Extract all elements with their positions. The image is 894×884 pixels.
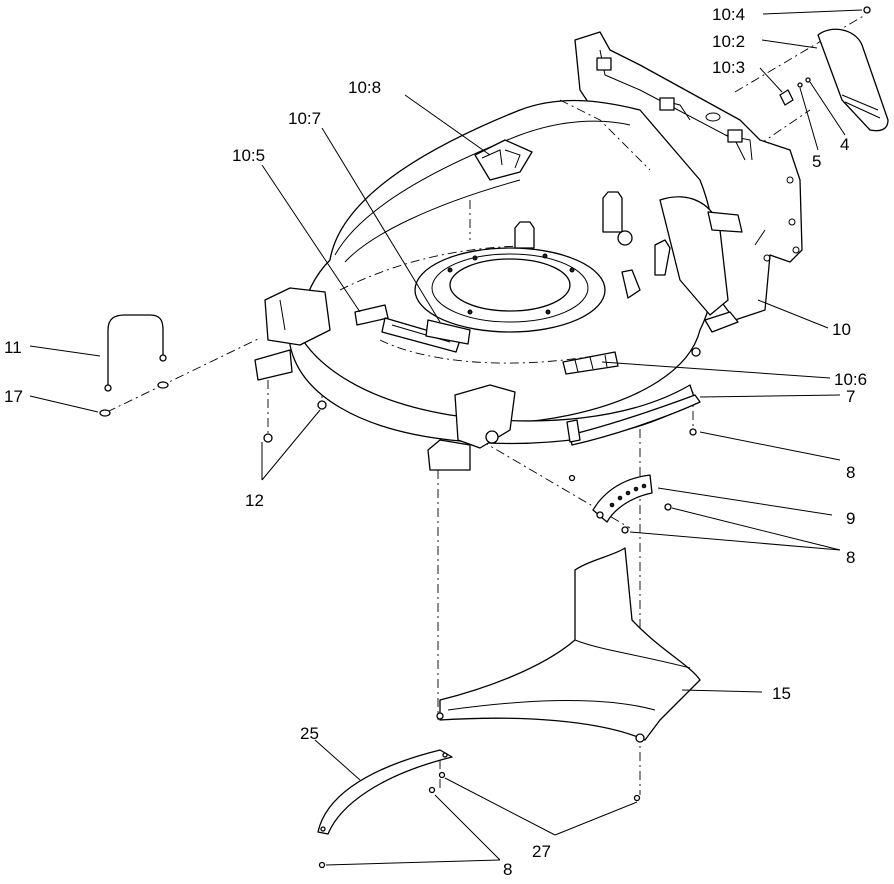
rear-chute [436,547,701,743]
adjustment-bracket [592,474,653,523]
callout-10-7: 10:7 [288,109,321,128]
callout-10-4: 10:4 [712,5,745,24]
callout-27: 27 [532,842,551,861]
hardware [263,400,697,869]
callout-5: 5 [812,152,821,171]
callout-10-5: 10:5 [232,146,265,165]
callout-25: 25 [300,724,319,743]
handle-bail [99,314,169,417]
callout-8-right: 8 [846,463,855,482]
callout-7: 7 [846,387,855,406]
callout-10-2: 10:2 [712,32,745,51]
callout-12: 12 [245,491,264,510]
callout-11: 11 [4,338,22,357]
callout-labels: 10:4 10:2 10:3 5 4 10:8 10:7 10:5 10 10:… [4,5,867,879]
callout-10-3: 10:3 [712,58,745,77]
curved-strip [317,749,453,835]
callout-10: 10 [832,320,851,339]
callout-9: 9 [846,509,855,528]
callout-4: 4 [840,135,849,154]
callout-10-8: 10:8 [348,78,381,97]
callout-17: 17 [4,387,23,406]
callout-10-6: 10:6 [834,370,867,389]
leader-lines [29,9,863,866]
mower-deck-housing [254,31,803,471]
callout-8-bracket: 8 [846,548,855,567]
baffle-strip [566,394,701,446]
rear-door [779,6,889,132]
callout-8-bottom: 8 [503,860,512,879]
callout-15: 15 [772,684,791,703]
